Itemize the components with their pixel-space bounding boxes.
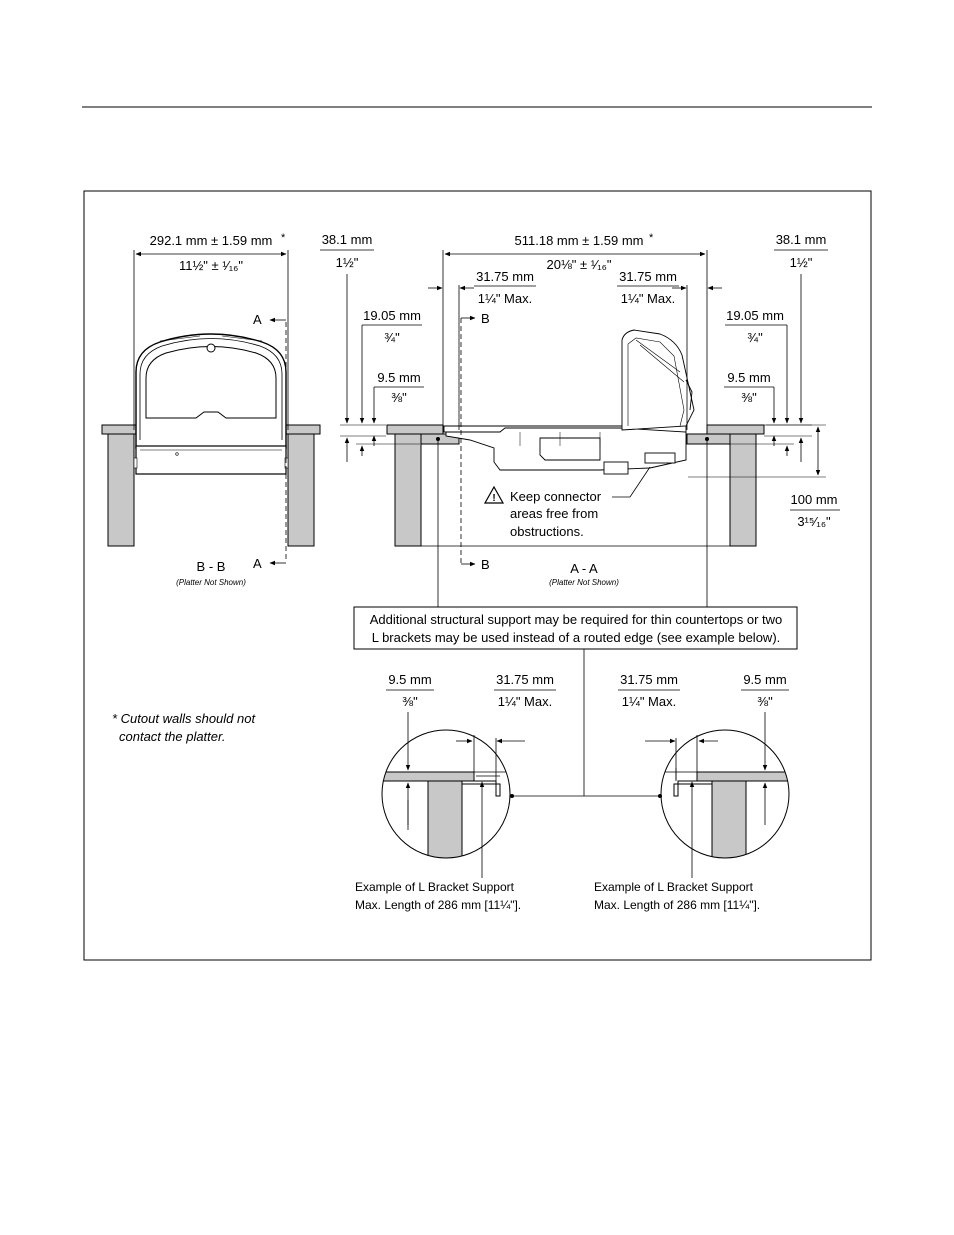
bb-marker-a-top: A <box>253 312 262 327</box>
detail-right-max-mm: 31.75 mm <box>620 672 678 687</box>
bb-countertop-right <box>283 424 321 435</box>
warning-leader <box>612 466 651 498</box>
bb-section-note: (Platter Not Shown) <box>176 578 246 587</box>
aa-left-max-mm: 31.75 mm <box>476 269 534 284</box>
bb-countertop-left <box>101 424 139 435</box>
aa-countertop-right <box>706 424 765 435</box>
bb-scanner-base <box>135 445 287 475</box>
aa-right-leg <box>729 433 757 547</box>
aa-countertop-left <box>386 424 444 435</box>
detail-right-caption-2: Max. Length of 286 mm [11¼"]. <box>594 898 760 912</box>
detail-left-max-mm: 31.75 mm <box>496 672 554 687</box>
aa-right-thick-mm: 9.5 mm <box>727 370 770 385</box>
detail-right-thick-mm: 9.5 mm <box>743 672 786 687</box>
aa-left-max-in: 1¼" Max. <box>478 291 532 306</box>
footnote-line-2: contact the platter. <box>119 729 225 744</box>
warning-line-1: Keep connector <box>510 489 602 504</box>
detail-left: 9.5 mm ⅜" 31.75 mm 1¼" Max. Example of L… <box>355 672 556 912</box>
aa-left-thick-in: ⅜" <box>391 390 407 405</box>
bb-right-leg <box>287 433 315 547</box>
aa-right-max-in: 1¼" Max. <box>621 291 675 306</box>
aa-left-offset-in: 1½" <box>336 255 359 270</box>
aa-left-depth-in: ¾" <box>384 330 400 345</box>
support-note-box <box>353 606 798 650</box>
aa-left-leg <box>394 433 422 547</box>
warning-line-2: areas free from <box>510 506 598 521</box>
aa-right-thick-in: ⅜" <box>741 390 757 405</box>
detail-left-max-in: 1¼" Max. <box>498 694 552 709</box>
detail-left-caption-2: Max. Length of 286 mm [11¼"]. <box>355 898 521 912</box>
bb-scanner-button <box>206 343 216 353</box>
aa-height-in: 3¹⁵⁄₁₆" <box>797 514 831 529</box>
bb-marker-a-bottom: A <box>253 556 262 571</box>
aa-right-offset-in: 1½" <box>790 255 813 270</box>
aa-left-offset-mm: 38.1 mm <box>322 232 373 247</box>
detail-right: 31.75 mm 1¼" Max. 9.5 mm ⅜" Example of L… <box>594 672 790 912</box>
bb-section-label: B - B <box>197 559 226 574</box>
detail-right-max-in: 1¼" Max. <box>622 694 676 709</box>
aa-height-mm: 100 mm <box>791 492 838 507</box>
aa-marker-b-top: B <box>481 311 490 326</box>
bb-left-leg <box>107 433 135 547</box>
figure-frame <box>83 190 872 961</box>
aa-width-mm: 511.18 mm ± 1.59 mm <box>515 233 644 248</box>
support-note-line-2: L brackets may be used instead of a rout… <box>372 630 781 645</box>
svg-text:!: ! <box>492 493 495 504</box>
aa-section-view: 511.18 mm ± 1.59 mm * 20⅛" ± ¹⁄₁₆" 31.75… <box>320 232 840 607</box>
aa-marker-b-bottom: B <box>481 557 490 572</box>
footnote-line-1: * Cutout walls should not <box>112 711 256 726</box>
bb-section-view: 292.1 mm ± 1.59 mm * 11½" ± ¹⁄₁₆" A A B … <box>101 232 321 587</box>
bb-scanner-window <box>145 346 277 419</box>
detail-left-thick-in: ⅜" <box>402 694 418 709</box>
warning-line-3: obstructions. <box>510 524 584 539</box>
aa-scanner <box>443 329 695 475</box>
bb-width-in: 11½" ± ¹⁄₁₆" <box>179 258 243 273</box>
support-note-line-1: Additional structural support may be req… <box>370 612 783 627</box>
aa-right-depth-in: ¾" <box>747 330 763 345</box>
aa-left-depth-mm: 19.05 mm <box>363 308 421 323</box>
aa-section-label: A - A <box>570 561 598 576</box>
aa-right-depth-mm: 19.05 mm <box>726 308 784 323</box>
detail-left-thick-mm: 9.5 mm <box>388 672 431 687</box>
aa-right-max-mm: 31.75 mm <box>619 269 677 284</box>
aa-width-in: 20⅛" ± ¹⁄₁₆" <box>546 257 611 272</box>
warning-icon: ! <box>483 485 505 504</box>
bb-width-mm: 292.1 mm ± 1.59 mm <box>150 233 273 248</box>
detail-right-thick-in: ⅜" <box>757 694 773 709</box>
aa-width-star: * <box>649 232 654 244</box>
detail-right-caption-1: Example of L Bracket Support <box>594 880 754 894</box>
detail-left-caption-1: Example of L Bracket Support <box>355 880 515 894</box>
detail-right-circle <box>660 729 790 859</box>
detail-left-circle <box>381 729 511 859</box>
aa-right-offset-mm: 38.1 mm <box>776 232 827 247</box>
bb-width-star: * <box>281 232 286 244</box>
aa-left-thick-mm: 9.5 mm <box>377 370 420 385</box>
aa-section-note: (Platter Not Shown) <box>549 578 619 587</box>
